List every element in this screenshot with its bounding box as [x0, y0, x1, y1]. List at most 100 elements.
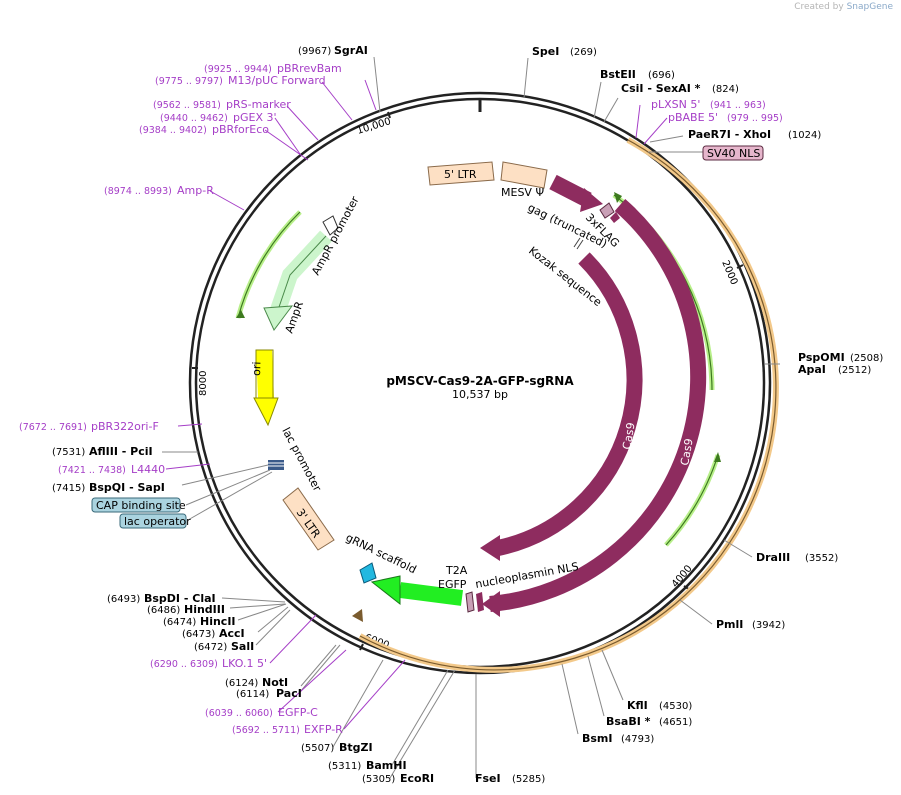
pos-paer7i-xhoi: (1024) [788, 130, 821, 141]
snapgene-logo: SnapGene [846, 2, 893, 12]
primerpos-pbrforeco: (9384 .. 9402) [139, 125, 207, 136]
primer-pbr322ori: pBR322ori-F [91, 420, 159, 433]
pos-afliii-pcii: (7531) [52, 447, 85, 458]
primer-pgex: pGEX 3' [233, 111, 277, 124]
primerpos-pgex: (9440 .. 9462) [160, 113, 228, 124]
cas9-arcs: Cas9 Cas9 [480, 174, 707, 617]
primerpos-lko: (6290 .. 6309) [150, 659, 218, 670]
pos-acci: (6473) [182, 629, 215, 640]
enzyme-labels: (9967) SgrAI SpeI (269) BstEII (696) Csi… [52, 44, 883, 785]
pos-btgzi: (5507) [301, 743, 334, 754]
pos-kfli: (4530) [659, 701, 692, 712]
feature-cas9-outer: Cas9 [678, 438, 696, 467]
boxed-labels: SV40 NLS CAP binding site lac operator [91, 145, 764, 529]
sv40-label: SV40 NLS [707, 147, 760, 160]
lac-group: lac promoter 3' LTR [268, 425, 335, 551]
enzyme-bspdi-clai: BspDI - ClaI [144, 592, 216, 605]
pos-apai: (2512) [838, 365, 871, 376]
primer-pbrrevbam: pBRrevBam [277, 62, 342, 75]
pos-sali: (6472) [194, 642, 227, 653]
pos-bspqi-sapi: (7415) [52, 483, 85, 494]
pos-ecori: (5305) [362, 774, 395, 785]
primerpos-pbr322ori: (7672 .. 7691) [19, 422, 87, 433]
enzyme-ecori: EcoRI [400, 772, 434, 785]
pos-csii-sexai: (824) [712, 84, 739, 95]
enzyme-bsmi: BsmI [582, 732, 613, 745]
pos-bsabi: (4651) [659, 717, 692, 728]
pos-hindiii: (6486) [147, 605, 180, 616]
enzyme-btgzi: BtgZI [339, 741, 373, 754]
pos-draiii: (3552) [805, 553, 838, 564]
pos-paci: (6114) [236, 689, 269, 700]
lacop-box [119, 513, 187, 529]
pos-pspomi: (2508) [850, 353, 883, 364]
feature-grna: gRNA scaffold [344, 531, 419, 576]
primer-labels: (9925 .. 9944) pBRrevBam (9775 .. 9797) … [19, 62, 783, 736]
pos-bsteii: (696) [648, 70, 675, 81]
primerpos-egfpc: (6039 .. 6060) [205, 708, 273, 719]
pos-sgrai: (9967) [298, 46, 331, 57]
pos-noti: (6124) [225, 678, 258, 689]
enzyme-bamhi: BamHI [366, 759, 407, 772]
primer-leaders [165, 79, 668, 730]
enzyme-paer7i-xhoi: PaeR7I - XhoI [688, 128, 771, 141]
feature-ori: ori [250, 361, 263, 376]
enzyme-paci: PacI [276, 687, 302, 700]
tick-8000: 8000 [198, 371, 209, 396]
primerpos-pbabe: (979 .. 995) [727, 113, 783, 124]
enzyme-bsteii: BstEII [600, 68, 636, 81]
pos-spei: (269) [570, 47, 597, 58]
pos-bsmi: (4793) [621, 734, 654, 745]
enzyme-bspqi-sapi: BspQI - SapI [89, 481, 165, 494]
plasmid-name: pMSCV-Cas9-2A-GFP-sgRNA [386, 374, 574, 388]
primerpos-exfpr: (5692 .. 5711) [232, 725, 300, 736]
enzyme-pspomi: PspOMI [798, 351, 845, 364]
enzyme-hincii: HincII [200, 615, 236, 628]
enzyme-sgrai: SgrAI [334, 44, 368, 57]
lacop-label: lac operator [124, 515, 191, 528]
pos-bamhi: (5311) [328, 761, 361, 772]
primer-pbrforeco: pBRforEco [212, 123, 269, 136]
backbone-features: AmpR promoter AmpR ori [250, 194, 362, 427]
pos-fsei: (5285) [512, 774, 545, 785]
primer-lko: LKO.1 5' [222, 657, 267, 670]
small-features [573, 202, 620, 250]
enzyme-afliii-pcii: AflIII - PciI [89, 445, 153, 458]
enzyme-csii-sexai: CsiI - SexAI * [621, 82, 701, 95]
enzyme-leaders [162, 56, 780, 779]
enzyme-fsei: FseI [475, 772, 501, 785]
pos-pmli: (3942) [752, 620, 785, 631]
feature-lac-promoter: lac promoter [279, 425, 324, 494]
primer-m13: M13/pUC Forward [228, 74, 326, 87]
enzyme-pmli: PmlI [716, 618, 743, 631]
orange-arc-arrow [352, 609, 363, 622]
enzyme-sali: SalI [231, 640, 254, 653]
primer-egfpc: EGFP-C [278, 706, 318, 719]
cap-box [91, 497, 181, 513]
primer-prs: pRS-marker [226, 98, 291, 111]
primerpos-pbrrevbam: (9925 .. 9944) [204, 64, 272, 75]
enzyme-bsabi: BsaBI * [606, 715, 651, 728]
enzyme-draiii: DraIII [756, 551, 790, 564]
snapgene-credit: Created by SnapGene [794, 2, 893, 12]
enzyme-noti: NotI [262, 676, 288, 689]
sv40-box [702, 145, 764, 161]
feature-egfp: EGFP [438, 578, 467, 591]
primerpos-plxsn: (941 .. 963) [710, 100, 766, 111]
primerpos-prs: (9562 .. 9581) [153, 100, 221, 111]
enzyme-kfli: KflI [627, 699, 648, 712]
feature-mesv: MESV Ψ [501, 186, 544, 199]
primer-plxsn: pLXSN 5' [651, 98, 700, 111]
feature-ltr5: 5' LTR [444, 168, 477, 181]
enzyme-apai: ApaI [798, 363, 826, 376]
primer-ampr: Amp-R [177, 184, 214, 197]
enzyme-acci: AccI [219, 627, 245, 640]
primer-pbabe: pBABE 5' [668, 111, 718, 124]
primerpos-ampr: (8974 .. 8993) [104, 186, 172, 197]
plasmid-size: 10,537 bp [452, 388, 508, 401]
primer-exfpr: EXFP-R [304, 723, 343, 736]
primerpos-m13: (9775 .. 9797) [155, 76, 223, 87]
pos-bspdi-clai: (6493) [107, 594, 140, 605]
primerpos-l4440: (7421 .. 7438) [58, 465, 126, 476]
